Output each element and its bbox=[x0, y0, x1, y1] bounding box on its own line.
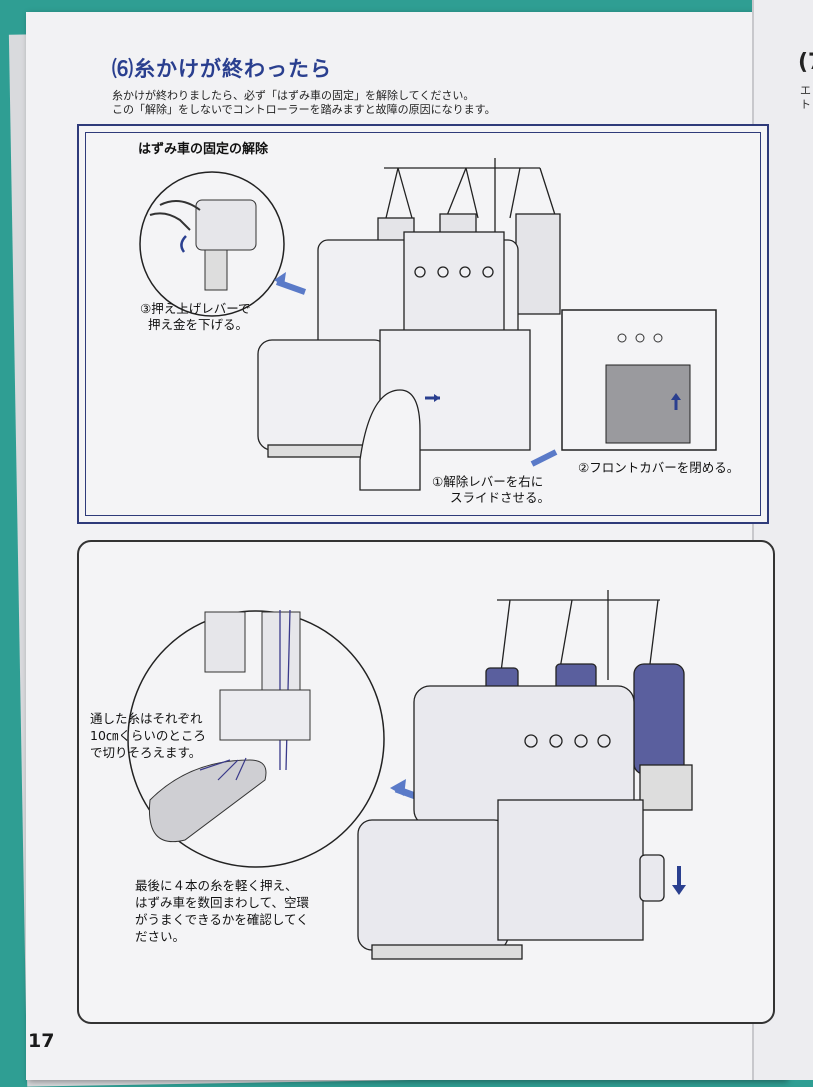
panel-inner-border bbox=[85, 132, 761, 516]
arrow-icon bbox=[530, 449, 558, 467]
page-number: 17 bbox=[28, 1030, 55, 1052]
trim-caption: で切りそろえます。 bbox=[90, 745, 202, 760]
overlocker-machine bbox=[257, 158, 561, 491]
step1-caption: スライドさせる。 bbox=[450, 490, 551, 505]
final-check-caption: ださい。 bbox=[135, 929, 186, 944]
page-title: ⑹糸かけが終わったら bbox=[112, 57, 332, 81]
next-page-line: ト bbox=[800, 98, 811, 111]
next-page-line: エ bbox=[800, 84, 811, 97]
presser-lever-inset bbox=[139, 171, 285, 317]
next-page-heading: (7 bbox=[798, 50, 813, 75]
front-cover-inset bbox=[561, 309, 717, 451]
final-check-caption: はずみ車を数回まわして、空環 bbox=[135, 895, 310, 910]
magnifier-inset bbox=[127, 609, 385, 868]
step3-caption: ③押え上げレバーで bbox=[140, 301, 251, 316]
final-check-caption: 最後に４本の糸を軽く押え、 bbox=[135, 878, 298, 893]
intro-line: この「解除」をしないでコントローラーを踏みますと故障の原因になります。 bbox=[112, 103, 496, 116]
step2-caption: ②フロントカバーを閉める。 bbox=[578, 460, 740, 475]
overlocker-machine-threaded bbox=[357, 590, 693, 960]
step3-caption: 押え金を下げる。 bbox=[148, 317, 249, 332]
trim-caption: 通した糸はそれぞれ bbox=[90, 711, 203, 726]
section-heading: はずみ車の固定の解除 bbox=[138, 142, 269, 157]
step1-caption: ①解除レバーを右に bbox=[432, 474, 544, 489]
final-check-caption: がうまくできるかを確認してく bbox=[135, 912, 309, 927]
intro-line: 糸かけが終わりましたら、必ず「はずみ車の固定」を解除してください。 bbox=[112, 89, 475, 102]
trim-caption: 10㎝くらいのところ bbox=[90, 728, 206, 743]
